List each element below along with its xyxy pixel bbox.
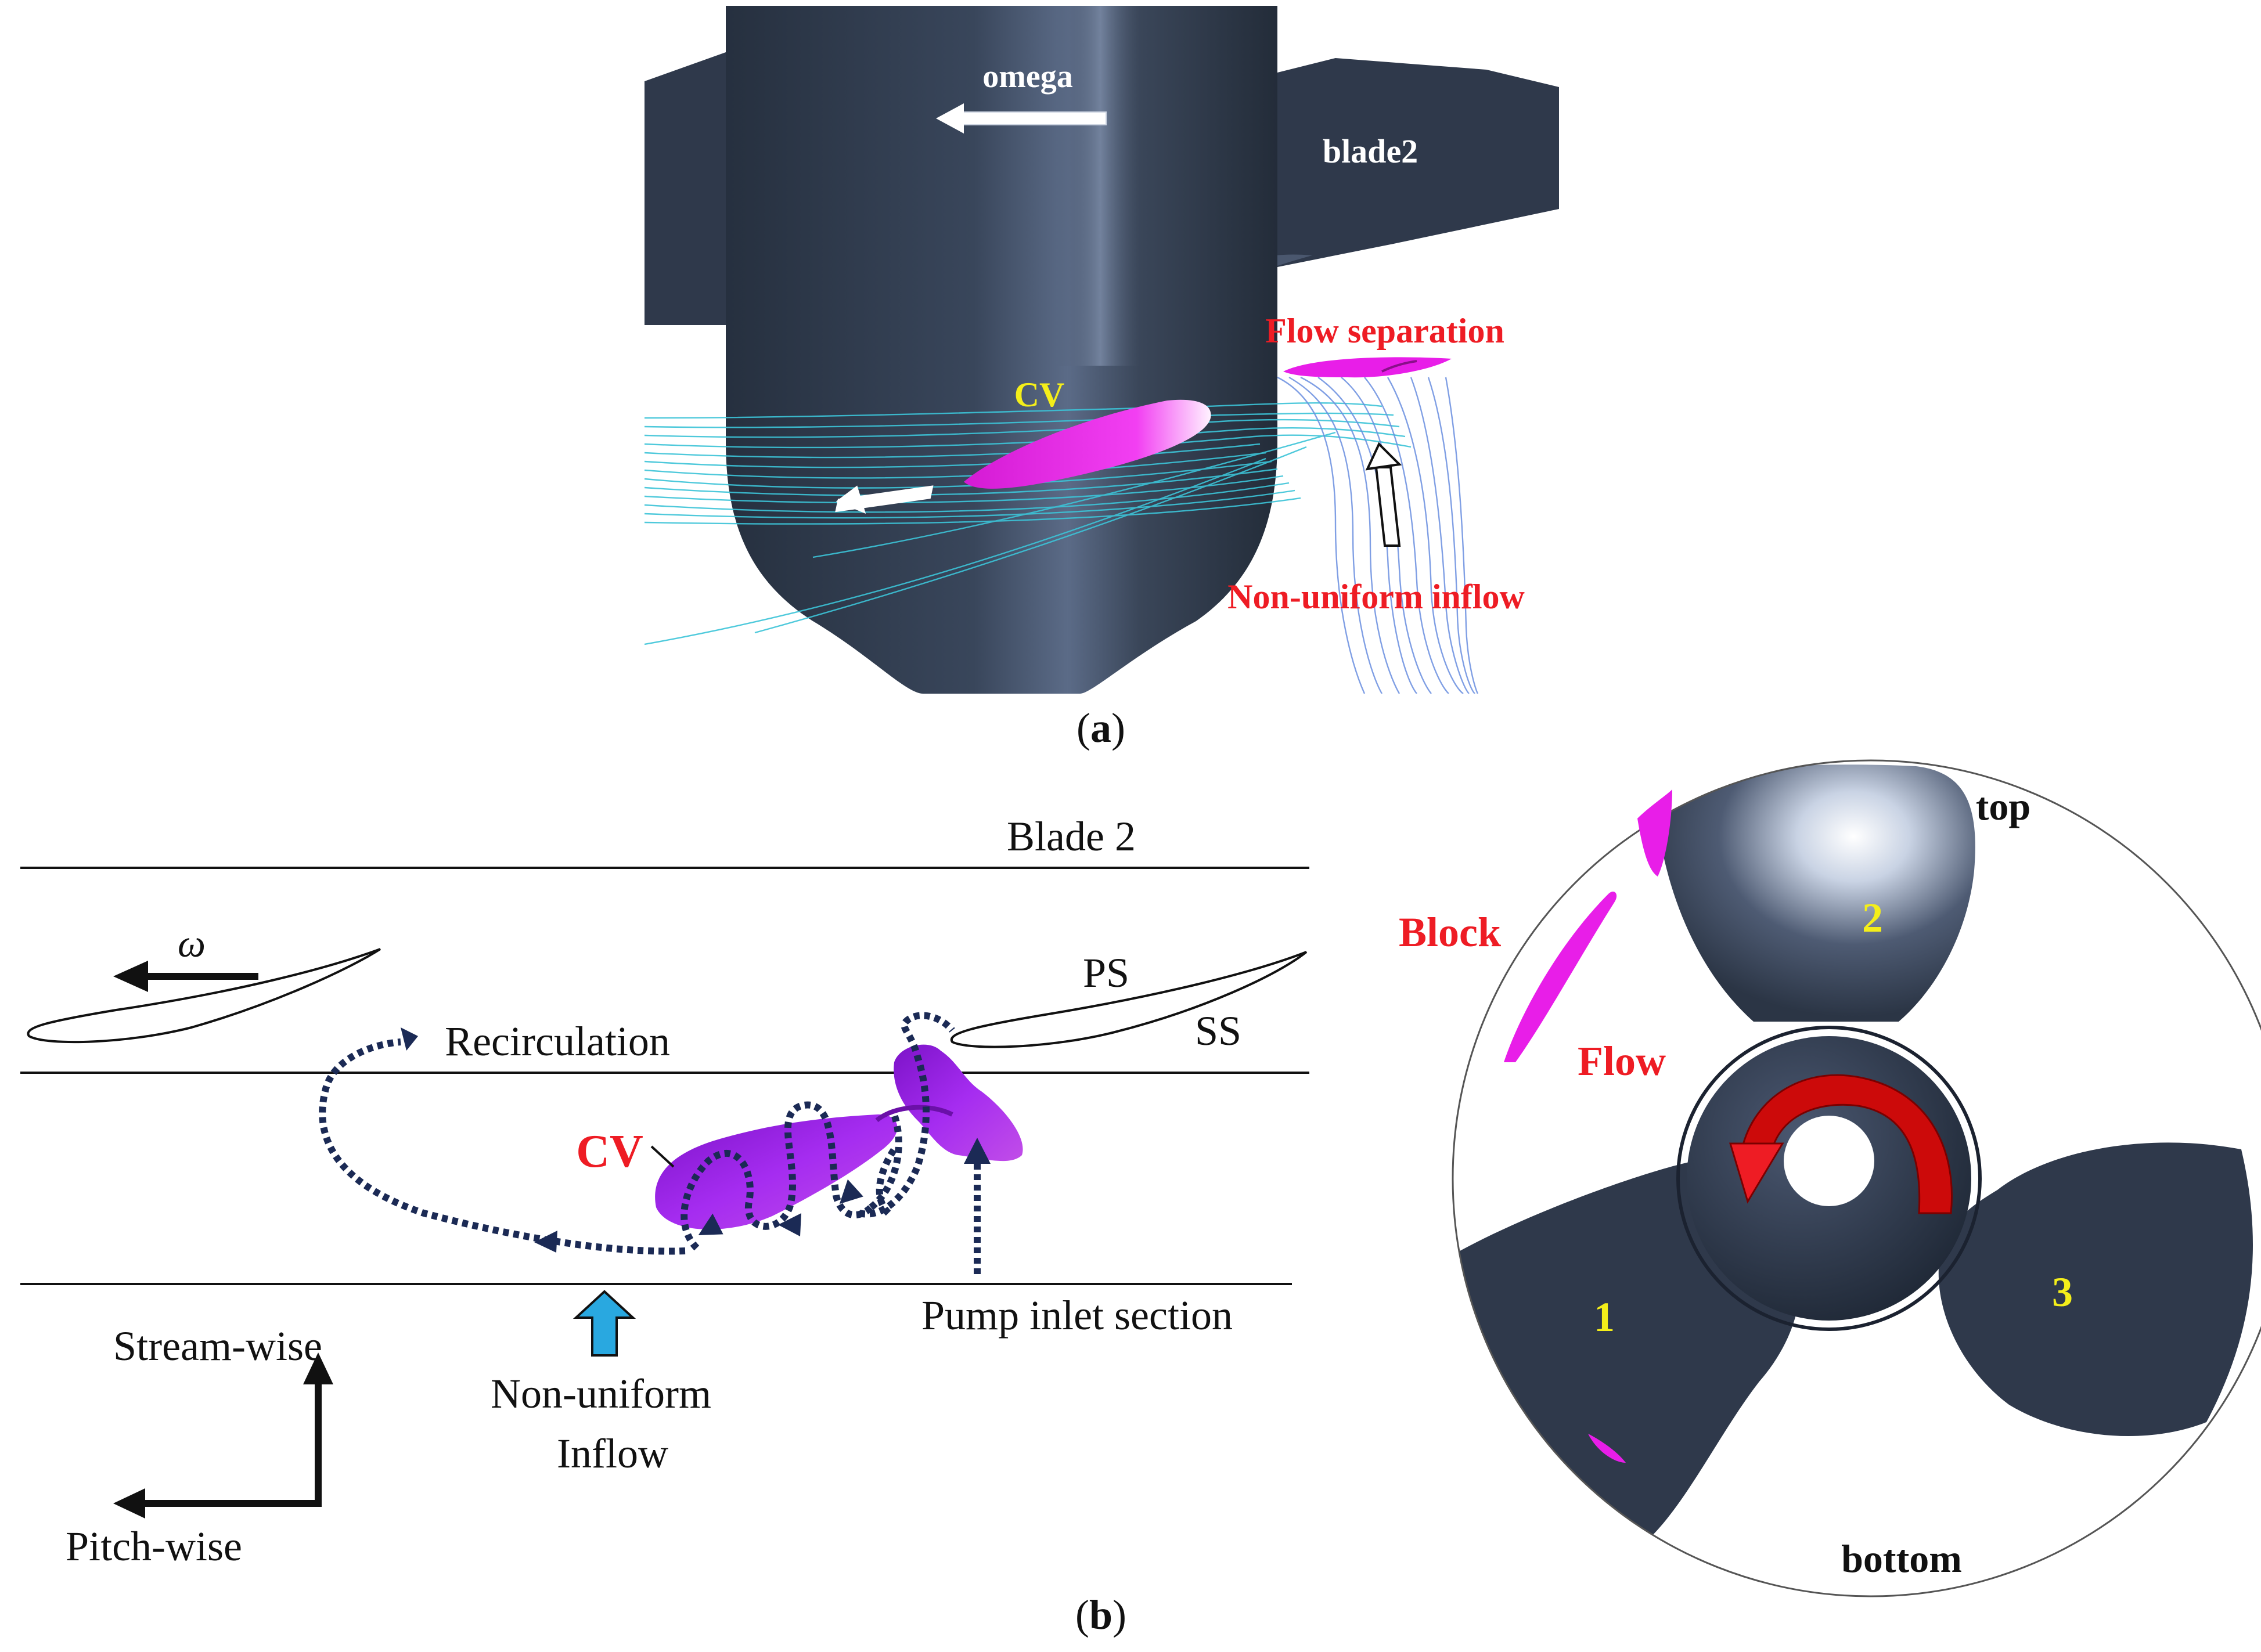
- top-label: top: [1976, 784, 2030, 828]
- cv-swirl-path: [681, 1101, 874, 1251]
- block-label: Block: [1399, 909, 1501, 955]
- block-shape-top: [1637, 789, 1672, 877]
- pump-inlet-section-label: Pump inlet section: [921, 1292, 1233, 1339]
- bottom-label: bottom: [1841, 1536, 1962, 1581]
- omega-arrow-b-head: [113, 961, 148, 992]
- panel-b-left: Blade 2 ω PS SS Recirculation CV: [20, 813, 1309, 1570]
- airfoil-left: [27, 948, 381, 1044]
- omega-arrow-a: [936, 103, 1107, 134]
- outer-ring: [1452, 759, 2261, 1597]
- cv-shape-b: [655, 1114, 898, 1229]
- flow-separation-label: Flow separation: [1265, 312, 1504, 350]
- recirculation-arrow-head: [401, 1027, 418, 1051]
- blade-1-number: 1: [1594, 1294, 1615, 1340]
- recirc-loop-path: [858, 1012, 955, 1218]
- pitch-wise-label: Pitch-wise: [66, 1523, 242, 1570]
- flow-arrow-a: [835, 485, 934, 514]
- block-shape-bottom: [1588, 1434, 1626, 1463]
- cv-connector: [875, 1105, 953, 1123]
- inflow-label: Inflow: [557, 1430, 668, 1477]
- blade2-label: blade2: [1323, 132, 1418, 170]
- blade-3-shape: [1938, 1142, 2253, 1436]
- cv-shape-a: [964, 399, 1211, 489]
- non-uniform-label: Non-uniform: [491, 1370, 711, 1417]
- ss-label: SS: [1195, 1008, 1241, 1054]
- non-uniform-inflow-label: Non-uniform inflow: [1227, 578, 1525, 616]
- omega-label: omega: [982, 59, 1073, 95]
- separation-shape-b: [894, 1044, 1023, 1162]
- caption-b: (b): [1075, 1592, 1126, 1638]
- hub-rim: [1676, 1026, 1982, 1331]
- cv-label-a: CV: [1014, 376, 1065, 414]
- hub-highlight: [1057, 6, 1144, 366]
- pitch-wise-arrow-head: [113, 1488, 145, 1518]
- cv-leader: [650, 1145, 675, 1168]
- airfoil-right: [950, 951, 1308, 1048]
- stream-wise-arrow-head: [303, 1352, 333, 1384]
- hub-body: [726, 6, 1277, 694]
- blade-2-shape: [1655, 764, 1975, 1022]
- panel-b-right: top bottom Block Flow 2 1 3: [1399, 759, 2261, 1597]
- hub-bore: [1784, 1116, 1874, 1206]
- path-arrow-4: [839, 1179, 863, 1204]
- stream-wise-label: Stream-wise: [113, 1323, 322, 1369]
- inflow-arrow-a: [1365, 442, 1402, 547]
- streamlines-blue: [1277, 376, 1479, 694]
- cv-label-b: CV: [576, 1126, 643, 1177]
- blade-2-label: Blade 2: [1007, 813, 1136, 860]
- flow-separation-edge: [1381, 360, 1417, 373]
- block-shape-middle: [1504, 891, 1617, 1062]
- panel-a: omega blade2 Flow separation CV Non-unif…: [645, 6, 1559, 694]
- path-arrow-1: [534, 1231, 557, 1253]
- recirculation-label: Recirculation: [445, 1018, 670, 1065]
- ps-label: PS: [1083, 950, 1129, 996]
- caption-a: (a): [1077, 705, 1125, 751]
- cv-swirl-path-3: [876, 1147, 898, 1216]
- path-arrow-3: [778, 1213, 801, 1236]
- blade-3-number: 3: [2052, 1269, 2073, 1315]
- pump-inlet-arrow-head: [964, 1138, 991, 1164]
- path-arrow-2: [698, 1213, 723, 1235]
- omega-symbol: ω: [178, 921, 206, 965]
- flow-label: Flow: [1578, 1038, 1666, 1084]
- blade-2-number: 2: [1862, 894, 1883, 941]
- inflow-arrow-b: [573, 1290, 636, 1357]
- rotation-arrow-head: [1729, 1142, 1784, 1204]
